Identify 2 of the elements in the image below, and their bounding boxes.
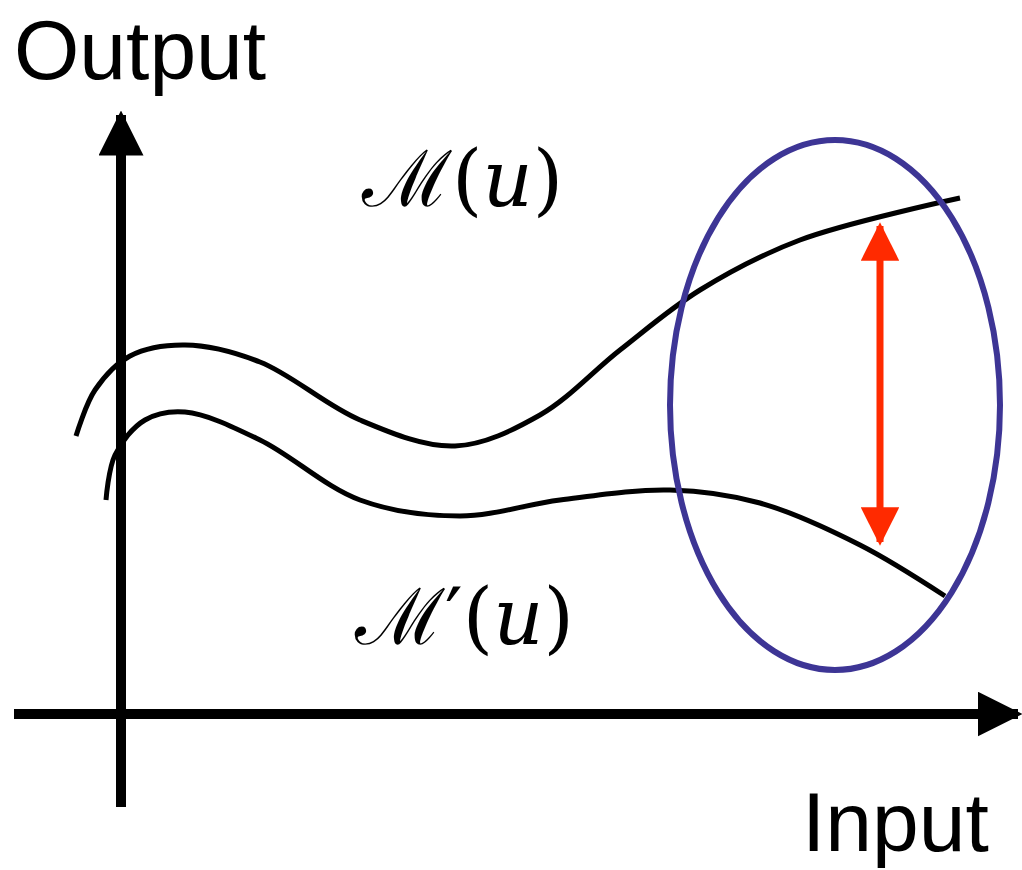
curve-label: ℳ(u) <box>362 140 564 218</box>
curve-label: ℳ′(u) <box>355 578 574 656</box>
